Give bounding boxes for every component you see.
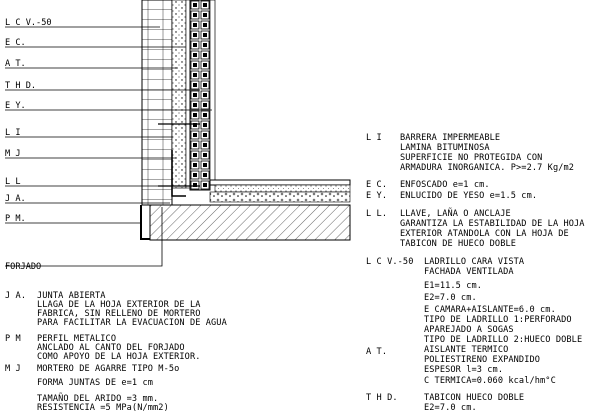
label-mj: M J (5, 149, 21, 159)
render-coat (185, 0, 191, 189)
legend-key: L C V.-50 (366, 257, 414, 267)
legend-key: J A. (5, 291, 27, 301)
hollow-brick-leaf (189, 0, 211, 191)
label-ja: J A. (5, 194, 26, 204)
legend-line: LLAGA DE LA HOJA EXTERIOR DE LA (37, 300, 201, 310)
legend-line: ESPESOR l=3 cm. (424, 365, 504, 375)
legend-line: ENLUCIDO DE YESO e=1.5 cm. (400, 191, 538, 201)
label-pm: P M. (5, 214, 26, 224)
floor-fill (209, 191, 351, 203)
legend-key: M J (5, 364, 21, 374)
legend-line: LAMINA BITUMINOSA (400, 143, 490, 153)
legend-line: TIPO DE LADRILLO 2:HUECO DOBLE (424, 335, 583, 345)
label-ey: E Y. (5, 101, 26, 111)
legend-key: E Y. (366, 191, 388, 201)
insulation-layer (171, 0, 187, 189)
legend-line: GARANTIZA LA ESTABILIDAD DE LA HOJA (400, 219, 585, 229)
legend-line: LADRILLO CARA VISTA (424, 257, 525, 267)
legend-line: ENFOSCADO e=1 cm. (400, 180, 490, 190)
legend-line: TAMAÑO DEL ARIDO =3 mm. (37, 394, 159, 404)
label-thd: T H D. (5, 81, 37, 91)
waterproof-membrane (171, 150, 186, 197)
legend-line: ARMADURA INORGANICA. P>=2.7 Kg/m2 (400, 163, 575, 173)
floor-screed (214, 184, 351, 193)
legend-line: E2=7.0 cm. (424, 293, 477, 303)
legend-key: A T. (366, 347, 388, 357)
legend-line: PERFIL METALICO (37, 334, 117, 344)
legend-line: APAREJADO A SOGAS (424, 325, 514, 335)
legend-line: POLIESTIRENO EXPANDIDO (424, 355, 541, 365)
legend-line: RESISTENCIA =5 MPa(N/mm2) (37, 403, 169, 413)
legend-line: FABRICA, SIN RELLENO DE MORTERO (37, 309, 201, 319)
legend-line: E CAMARA+AISLANTE=6.0 cm. (424, 305, 556, 315)
legend-line: TABICON HUECO DOBLE (424, 393, 525, 403)
legend-line: C TERMICA=0.060 kcal/hm°C (424, 376, 556, 386)
concrete-slab (149, 204, 351, 241)
floor-finish (209, 179, 351, 186)
legend-line: ANCLADO AL CANTO DEL FORJADO (37, 343, 185, 353)
label-at: A T. (5, 59, 26, 69)
legend-line: E2=7.0 cm. (424, 403, 477, 413)
label-forjado: FORJADO (5, 262, 42, 272)
label-li: L I (5, 128, 21, 138)
legend-line: LLAVE, LAÑA O ANCLAJE (400, 209, 511, 219)
legend-line: COMO APOYO DE LA HOJA EXTERIOR. (37, 352, 201, 362)
legend-key: E C. (366, 180, 388, 190)
label-ll: L L (5, 177, 21, 187)
legend-line: SUPERFICIE NO PROTEGIDA CON (400, 153, 543, 163)
leader-lines (5, 26, 212, 267)
plaster-coat (209, 0, 216, 181)
legend-line: MORTERO DE AGARRE TIPO M-5o (37, 364, 180, 374)
legend-line: EXTERIOR ATANDOLA CON LA HOJA DE (400, 229, 569, 239)
legend-line: FACHADA VENTILADA (424, 267, 514, 277)
legend-line: FORMA JUNTAS DE e=1 cm (37, 378, 154, 388)
legend-line: AISLANTE TERMICO (424, 345, 509, 355)
legend-key: L I (366, 133, 382, 143)
face-brick-leaf (141, 0, 173, 206)
legend-line: PARA FACILITAR LA EVACUACION DE AGUA (37, 318, 227, 328)
legend-line: JUNTA ABIERTA (37, 291, 106, 301)
legend-key: T H D. (366, 393, 398, 403)
label-lcv: L C V.-50 (5, 18, 52, 28)
legend-line: TIPO DE LADRILLO 1:PERFORADO (424, 315, 572, 325)
legend-key: P M (5, 334, 21, 344)
legend-line: BARRERA IMPERMEABLE (400, 133, 501, 143)
legend-line: E1=11.5 cm. (424, 281, 483, 291)
label-ec: E C. (5, 38, 26, 48)
metal-profile (140, 205, 150, 240)
legend-key: L L. (366, 209, 388, 219)
legend-line: TABICON DE HUECO DOBLE (400, 239, 517, 249)
